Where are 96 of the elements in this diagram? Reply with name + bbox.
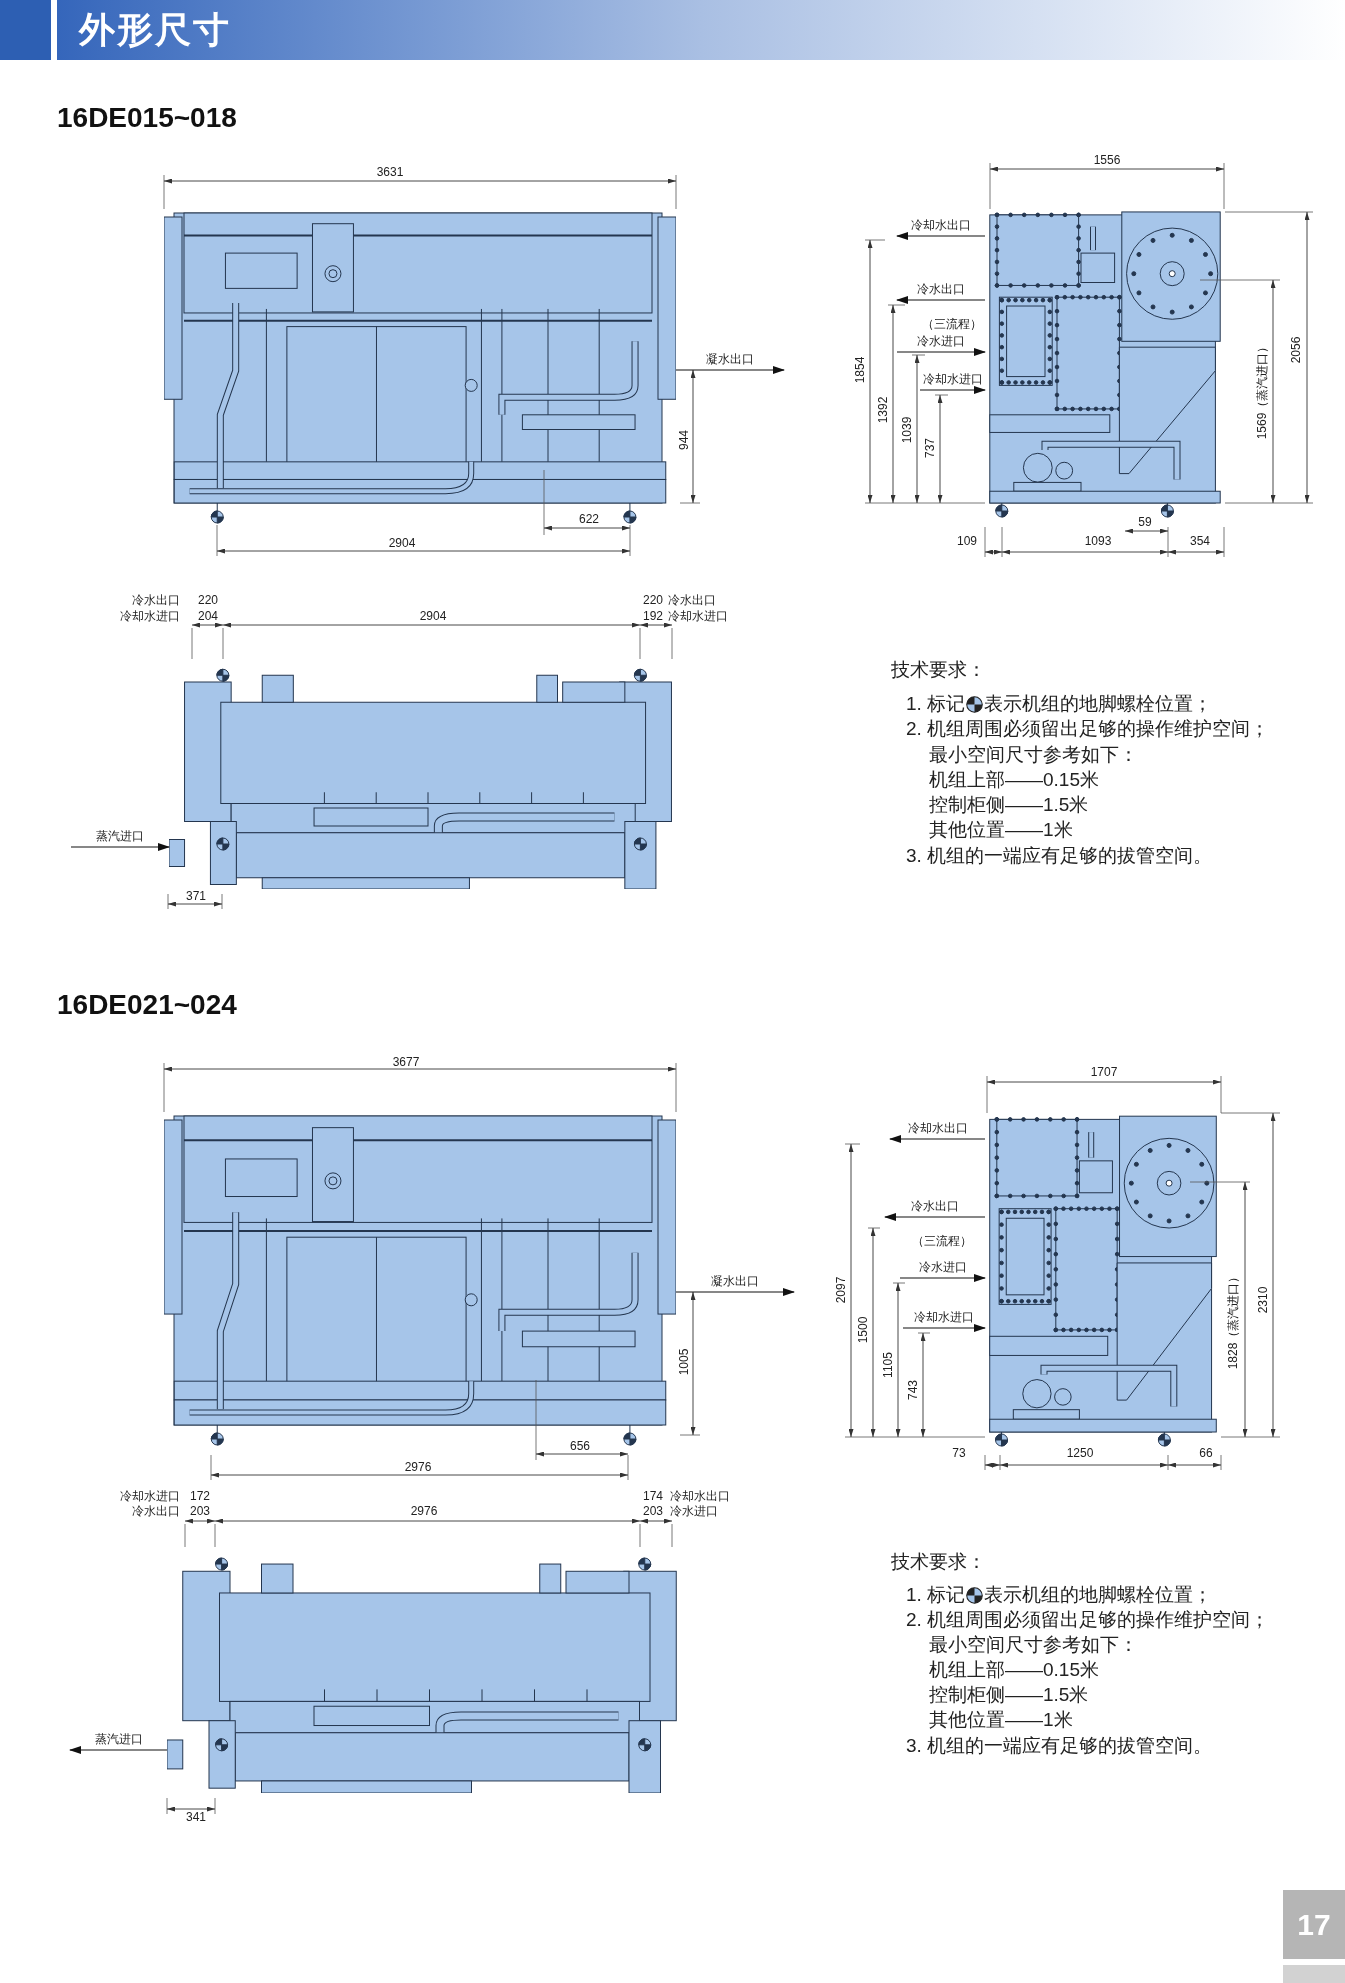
pipe-arrow <box>896 296 986 304</box>
dimension-value: 1500 <box>856 1316 870 1344</box>
edge-label: 冷却水出口 <box>906 1121 969 1135</box>
note-text: 2. 机组周围必须留出足够的操作维护空间； <box>906 1607 1270 1632</box>
edge-label: 冷水出口 <box>910 1199 960 1213</box>
note-text: 最小空间尺寸参考如下： <box>929 742 1138 767</box>
pipe-arrow <box>69 1746 168 1754</box>
dimension-value: 2904 <box>419 609 447 623</box>
dimension-value: 66 <box>1199 1446 1213 1460</box>
note-text: 3. 机组的一端应有足够的拔管空间。 <box>906 843 1213 868</box>
edge-label: 凝水出口 <box>710 1274 760 1288</box>
edge-label: 冷水进口 <box>916 334 966 348</box>
dimension-value: 944 <box>677 430 691 450</box>
edge-label: 冷水进口 <box>917 1260 968 1274</box>
dimension-value: 204 <box>198 609 218 623</box>
edge-label: 冷水出口 <box>916 282 966 296</box>
dimension-value: 172 <box>190 1489 210 1503</box>
edge-label: 蒸汽进口 <box>93 1732 144 1746</box>
dimension-value: 1005 <box>677 1348 691 1376</box>
note-text: 其他位置——1米 <box>929 1707 1073 1732</box>
port-label: 冷却水进口 <box>668 609 728 623</box>
dimension-value: 2056 <box>1289 336 1303 364</box>
edge-label: 凝水出口 <box>705 352 755 366</box>
dimension-value: 1569（蒸汽进口） <box>1255 340 1269 440</box>
dimension-value: 1039 <box>900 416 914 444</box>
edge-label: 冷却水出口 <box>910 218 972 232</box>
pipe-arrow <box>896 348 986 356</box>
dimension-value: 2310 <box>1256 1286 1270 1314</box>
dimension-value: 354 <box>1190 534 1210 548</box>
dimension-value: 220 <box>643 593 663 607</box>
page-title: 外形尺寸 <box>79 8 231 52</box>
dimension-value: 341 <box>186 1810 206 1824</box>
notes-heading: 技术要求： <box>891 657 986 682</box>
edge-label: 冷却水进口 <box>921 372 984 386</box>
dimension-value: 1556 <box>1093 153 1121 167</box>
dimension-value: 1093 <box>1084 534 1112 548</box>
port-label: 冷却水进口 <box>120 1489 180 1503</box>
notes-heading: 技术要求： <box>891 1549 986 1574</box>
note-text: 控制柜侧——1.5米 <box>929 792 1089 817</box>
note-text: 控制柜侧——1.5米 <box>929 1682 1089 1707</box>
dimension-value: 1392 <box>876 396 890 424</box>
dimension-value: 737 <box>923 438 937 458</box>
port-label: 冷水出口 <box>668 593 716 607</box>
pipe-arrow <box>675 366 785 374</box>
note-text: 其他位置——1米 <box>929 817 1073 842</box>
note-text: 3. 机组的一端应有足够的拔管空间。 <box>906 1733 1213 1758</box>
edge-label: 蒸汽进口 <box>95 829 145 843</box>
dimension-value: 59 <box>1138 515 1152 529</box>
port-label: 冷却水出口 <box>670 1489 730 1503</box>
pipe-arrow <box>919 386 986 394</box>
dimension-value: 371 <box>186 889 206 903</box>
pipe-arrow <box>884 1213 986 1221</box>
pipe-arrow <box>70 843 170 851</box>
dimension-value: 3631 <box>376 165 404 179</box>
pipe-arrow <box>896 232 986 240</box>
dimension-value: 174 <box>643 1489 663 1503</box>
section-heading: 16DE015~018 <box>57 101 237 135</box>
port-label: 冷水出口 <box>132 593 180 607</box>
dimension-value: 203 <box>643 1504 663 1518</box>
port-label: （三流程） <box>922 317 982 331</box>
edge-label: 冷却水进口 <box>913 1310 975 1324</box>
dimension-value: 743 <box>906 1380 920 1400</box>
note-text: 最小空间尺寸参考如下： <box>929 1632 1138 1657</box>
dimension-value: 3677 <box>392 1055 420 1069</box>
dimension-value: 1707 <box>1090 1065 1118 1079</box>
dimension-value: 203 <box>190 1504 210 1518</box>
port-label: （三流程） <box>912 1234 972 1248</box>
dimension-value: 2097 <box>834 1276 848 1304</box>
pipe-arrow <box>675 1288 795 1296</box>
note-text: 1. 标记 <box>906 692 966 716</box>
pipe-arrow <box>899 1274 986 1282</box>
dimension-value: 1105 <box>881 1352 895 1378</box>
dimension-value: 220 <box>198 593 218 607</box>
note-text: 2. 机组周围必须留出足够的操作维护空间； <box>906 716 1270 741</box>
page-number: 17 <box>1283 1890 1345 1959</box>
dimension-value: 1250 <box>1066 1446 1094 1460</box>
pipe-arrow <box>889 1135 986 1143</box>
note-text: 表示机组的地脚螺栓位置； <box>984 692 1213 716</box>
pipe-arrow <box>902 1324 986 1332</box>
port-label: 冷水进口 <box>670 1504 718 1518</box>
note-text: 1. 标记 <box>906 1583 966 1607</box>
dimension-value: 2904 <box>388 536 416 550</box>
dimension-value: 73 <box>952 1446 966 1460</box>
dimension-value: 656 <box>570 1439 590 1453</box>
dimension-value: 2976 <box>404 1460 432 1474</box>
dimension-value: 2976 <box>410 1504 438 1518</box>
section-heading: 16DE021~024 <box>57 988 237 1022</box>
dimension-value: 192 <box>643 609 663 623</box>
dimension-value: 1828（蒸汽进口） <box>1226 1270 1240 1370</box>
note-text: 表示机组的地脚螺栓位置； <box>984 1583 1213 1607</box>
note-text: 机组上部——0.15米 <box>929 1657 1099 1682</box>
dimension-value: 622 <box>579 512 599 526</box>
dimension-value: 109 <box>957 534 977 548</box>
note-text: 机组上部——0.15米 <box>929 767 1099 792</box>
dimension-value: 1854 <box>853 356 867 384</box>
chiller-front-view-drawing <box>164 209 676 525</box>
